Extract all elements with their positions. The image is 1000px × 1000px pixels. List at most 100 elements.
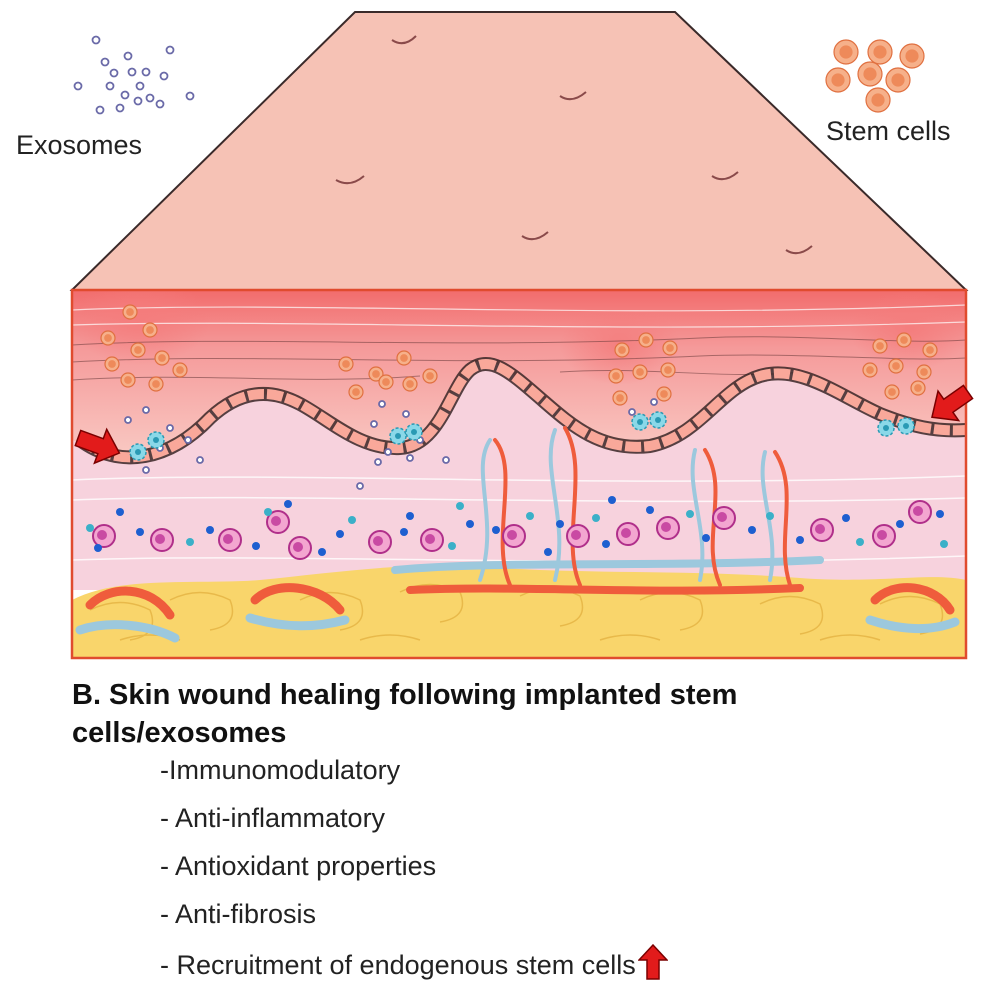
stem-cell	[638, 332, 654, 348]
cytokine-dot	[936, 510, 944, 518]
effect-text: - Recruitment of endogenous stem cells	[160, 950, 636, 980]
figure-caption: B. Skin wound healing following implante…	[72, 676, 972, 752]
cytokine-dot	[646, 506, 654, 514]
immune-cell	[712, 506, 736, 530]
immune-cell	[616, 522, 640, 546]
tissue-fibers-dark	[72, 336, 966, 381]
stem-cell	[120, 372, 136, 388]
stem-cell-icon	[825, 39, 925, 113]
immune-cell	[218, 528, 242, 552]
cytokine-dot	[940, 540, 948, 548]
cytokine-dot	[348, 516, 356, 524]
exosome	[142, 466, 150, 474]
cytokine-dot	[686, 510, 694, 518]
cytokine-dot	[796, 536, 804, 544]
exosome-icon	[109, 68, 119, 78]
stem-cell	[122, 304, 138, 320]
stem-cell	[614, 342, 630, 358]
exosome-icon	[159, 71, 169, 81]
stem-cell	[608, 368, 624, 384]
stem-cell	[338, 356, 354, 372]
effect-item: - Anti-inflammatory	[160, 800, 668, 848]
stem-cell	[402, 376, 418, 392]
stem-cell	[396, 350, 412, 366]
stem-cell	[662, 340, 678, 356]
immune-cell	[92, 524, 116, 548]
stem-cells-label: Stem cells	[826, 116, 951, 146]
exosome-icon	[127, 67, 137, 77]
stem-cell	[872, 338, 888, 354]
cytokine-dot	[406, 512, 414, 520]
progenitor-cell	[877, 419, 895, 437]
exosome-icon	[120, 90, 130, 100]
stem-cell	[922, 342, 938, 358]
exosome-icon	[100, 57, 110, 67]
exosome-icon	[165, 45, 175, 55]
progenitor-clusters	[129, 411, 915, 461]
immune-cell	[266, 510, 290, 534]
effect-text: - Antioxidant properties	[160, 851, 437, 881]
wound-healing-illustration	[69, 11, 974, 660]
cytokine-dot	[186, 538, 194, 546]
stem-cell-icon	[857, 61, 883, 87]
stem-cell	[368, 366, 384, 382]
exosome	[142, 406, 150, 414]
immune-cell	[368, 530, 392, 554]
exosome-icon	[115, 103, 125, 113]
exosome-icon	[73, 35, 195, 115]
effect-item: - Recruitment of endogenous stem cells	[160, 943, 669, 992]
cytokine-dot	[896, 520, 904, 528]
exosome	[370, 420, 378, 428]
stem-cell	[142, 322, 158, 338]
red-arrow-icon	[74, 427, 121, 465]
cytokine-dot	[456, 502, 464, 510]
stem-cell	[884, 384, 900, 400]
immune-cells	[86, 496, 948, 560]
stem-cell	[612, 390, 628, 406]
stem-cell	[862, 362, 878, 378]
effect-item: -Immunomodulatory	[160, 752, 668, 800]
exosome-icon	[155, 99, 165, 109]
exosomes-label: Exosomes	[16, 130, 143, 160]
exosome-icon	[95, 105, 105, 115]
stem-cell	[130, 342, 146, 358]
exosome-icon	[145, 93, 155, 103]
cytokine-dot	[206, 526, 214, 534]
cytokine-dot	[702, 534, 710, 542]
cytokine-dot	[252, 542, 260, 550]
cross-section-frame	[70, 288, 968, 660]
immune-cell	[420, 528, 444, 552]
cytokine-dot	[94, 544, 102, 552]
progenitor-cell	[649, 411, 667, 429]
exosome	[628, 408, 636, 416]
stem-cell	[348, 384, 364, 400]
effect-text: -Immunomodulatory	[160, 755, 401, 785]
exosome	[402, 410, 410, 418]
stem-cell	[154, 350, 170, 366]
cytokine-dot	[336, 530, 344, 538]
progenitor-cell	[389, 427, 407, 445]
stem-cell-icon	[899, 43, 925, 69]
effects-list: -Immunomodulatory - Anti-inflammatory - …	[160, 752, 669, 992]
skin-surface-marks	[335, 35, 813, 255]
cytokine-dot	[592, 514, 600, 522]
exosome	[442, 456, 450, 464]
stem-cell	[660, 362, 676, 378]
stem-cell-icon	[825, 67, 851, 93]
stem-cell-icon	[867, 39, 893, 65]
exosome-icon	[91, 35, 101, 45]
exosome	[384, 448, 392, 456]
exosome	[196, 456, 204, 464]
immune-cell	[502, 524, 526, 548]
stem-cell	[656, 386, 672, 402]
effect-item: - Anti-fibrosis	[160, 896, 668, 944]
exosome	[650, 398, 658, 406]
stem-cell	[916, 364, 932, 380]
tissue-fibers	[72, 304, 966, 328]
exosome-icon	[73, 81, 83, 91]
cytokine-dot	[448, 542, 456, 550]
stem-cell	[378, 374, 394, 390]
stem-cell	[888, 358, 904, 374]
cytokine-dot	[842, 514, 850, 522]
tissue-stem-cells	[100, 304, 938, 406]
